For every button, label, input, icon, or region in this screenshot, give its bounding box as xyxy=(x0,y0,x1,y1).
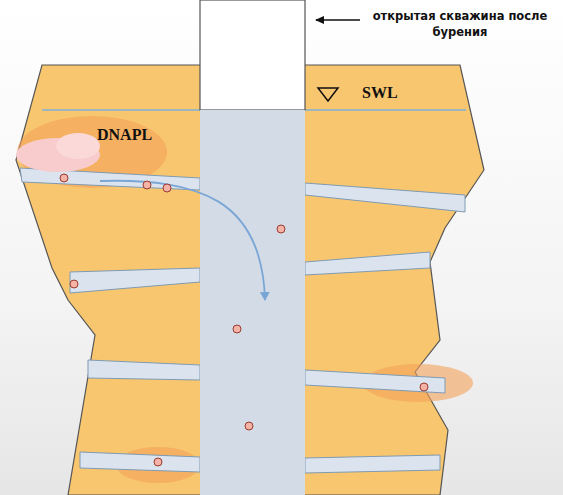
borehole-water xyxy=(200,110,305,495)
borehole-dry xyxy=(200,0,305,110)
dnapl-pool xyxy=(56,133,100,159)
flow-arrow xyxy=(100,181,265,300)
water-level-symbol xyxy=(318,88,338,101)
dnapl-label: DNAPL xyxy=(97,126,152,144)
callout-arrow xyxy=(316,19,360,21)
particles xyxy=(60,174,428,466)
callout-label: открытая скважина после бурения xyxy=(362,8,558,40)
water-level-label: SWL xyxy=(362,84,398,102)
formation xyxy=(16,65,484,495)
